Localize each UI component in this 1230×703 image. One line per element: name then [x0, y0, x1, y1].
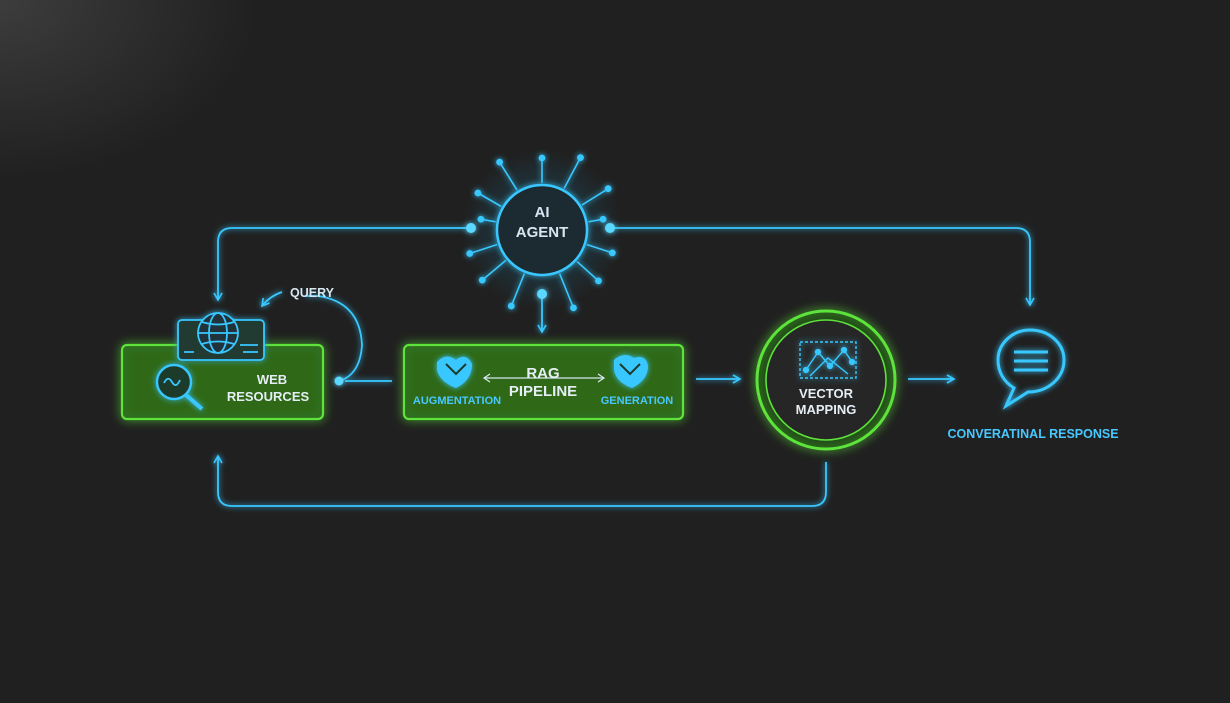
agent-spoke-dot — [608, 249, 616, 257]
agent-bottom-dot — [537, 289, 547, 299]
agent-spoke-dot — [477, 215, 485, 223]
agent-spoke-dot — [599, 215, 607, 223]
rag-generation-label: GENERATION — [601, 395, 674, 407]
agent-spoke — [498, 161, 518, 191]
agent-left-dot — [466, 223, 476, 233]
rag-pipeline-box — [402, 343, 685, 421]
rag-pipeline-node[interactable]: RAG PIPELINE AUGMENTATION GENERATION — [402, 343, 685, 421]
agent-spoke-dot — [538, 154, 546, 162]
agent-spoke — [477, 192, 502, 208]
agent-label-line2: AGENT — [516, 224, 569, 241]
brain-icon — [614, 354, 648, 388]
agent-spoke — [510, 273, 526, 307]
agent-spoke-dot — [570, 304, 577, 312]
response-node[interactable]: CONVERATINAL RESPONSE — [947, 328, 1119, 441]
agent-to-web-connector — [213, 227, 470, 302]
rag-bidirectional-arrow — [482, 373, 606, 383]
agent-spoke-dot — [604, 185, 612, 193]
web-resources-label-line2: RESOURCES — [227, 389, 310, 404]
agent-spoke-dot — [474, 189, 482, 197]
agent-spoke-dot — [595, 277, 602, 285]
agent-spoke-dot — [478, 276, 486, 284]
agent-spoke — [481, 259, 507, 281]
agent-circle — [495, 183, 589, 277]
agent-spoke-dot — [466, 250, 474, 257]
web-resources-label-line1: WEB — [257, 372, 287, 387]
rag-augmentation-label: AUGMENTATION — [413, 395, 501, 407]
vector-graph-icon — [799, 341, 857, 379]
query-loop-dot — [334, 376, 344, 386]
vector-label-line2: MAPPING — [796, 402, 857, 417]
agent-spoke-dot — [496, 158, 504, 166]
rag-label-line2: PIPELINE — [509, 383, 577, 400]
globe-icon — [177, 312, 265, 361]
feedback-loop-connector — [213, 454, 827, 507]
vector-label-line1: VECTOR — [799, 386, 854, 401]
agent-to-response-connector — [610, 227, 1035, 307]
web-resources-node[interactable]: WEB RESOURCES — [120, 312, 325, 421]
agent-spoke-dot — [507, 302, 515, 310]
vector-inner-ring — [765, 319, 887, 441]
agent-spoke — [469, 243, 498, 255]
agent-spoke — [558, 273, 575, 309]
agent-spoke-dot — [577, 154, 584, 161]
ai-agent-node[interactable]: AI AGENT — [462, 150, 622, 312]
agent-spokes — [466, 154, 616, 312]
agent-right-dot — [605, 223, 615, 233]
query-loop-arrow — [260, 291, 283, 308]
agent-spoke — [581, 187, 609, 206]
magnifier-icon — [155, 363, 204, 411]
agent-label-line1: AI — [535, 204, 550, 221]
query-label: QUERY — [290, 286, 335, 300]
query-loop-connector — [306, 295, 363, 382]
brain-icon — [437, 356, 472, 388]
connectors — [213, 227, 1035, 507]
rag-label-line1: RAG — [526, 365, 559, 382]
response-label: CONVERATINAL RESPONSE — [947, 427, 1118, 441]
agent-spoke — [576, 260, 600, 282]
chat-bubble-icon — [996, 328, 1066, 410]
vector-mapping-node[interactable]: VECTOR MAPPING — [755, 309, 897, 451]
agent-spoke — [586, 243, 613, 254]
agent-spoke — [563, 157, 582, 189]
